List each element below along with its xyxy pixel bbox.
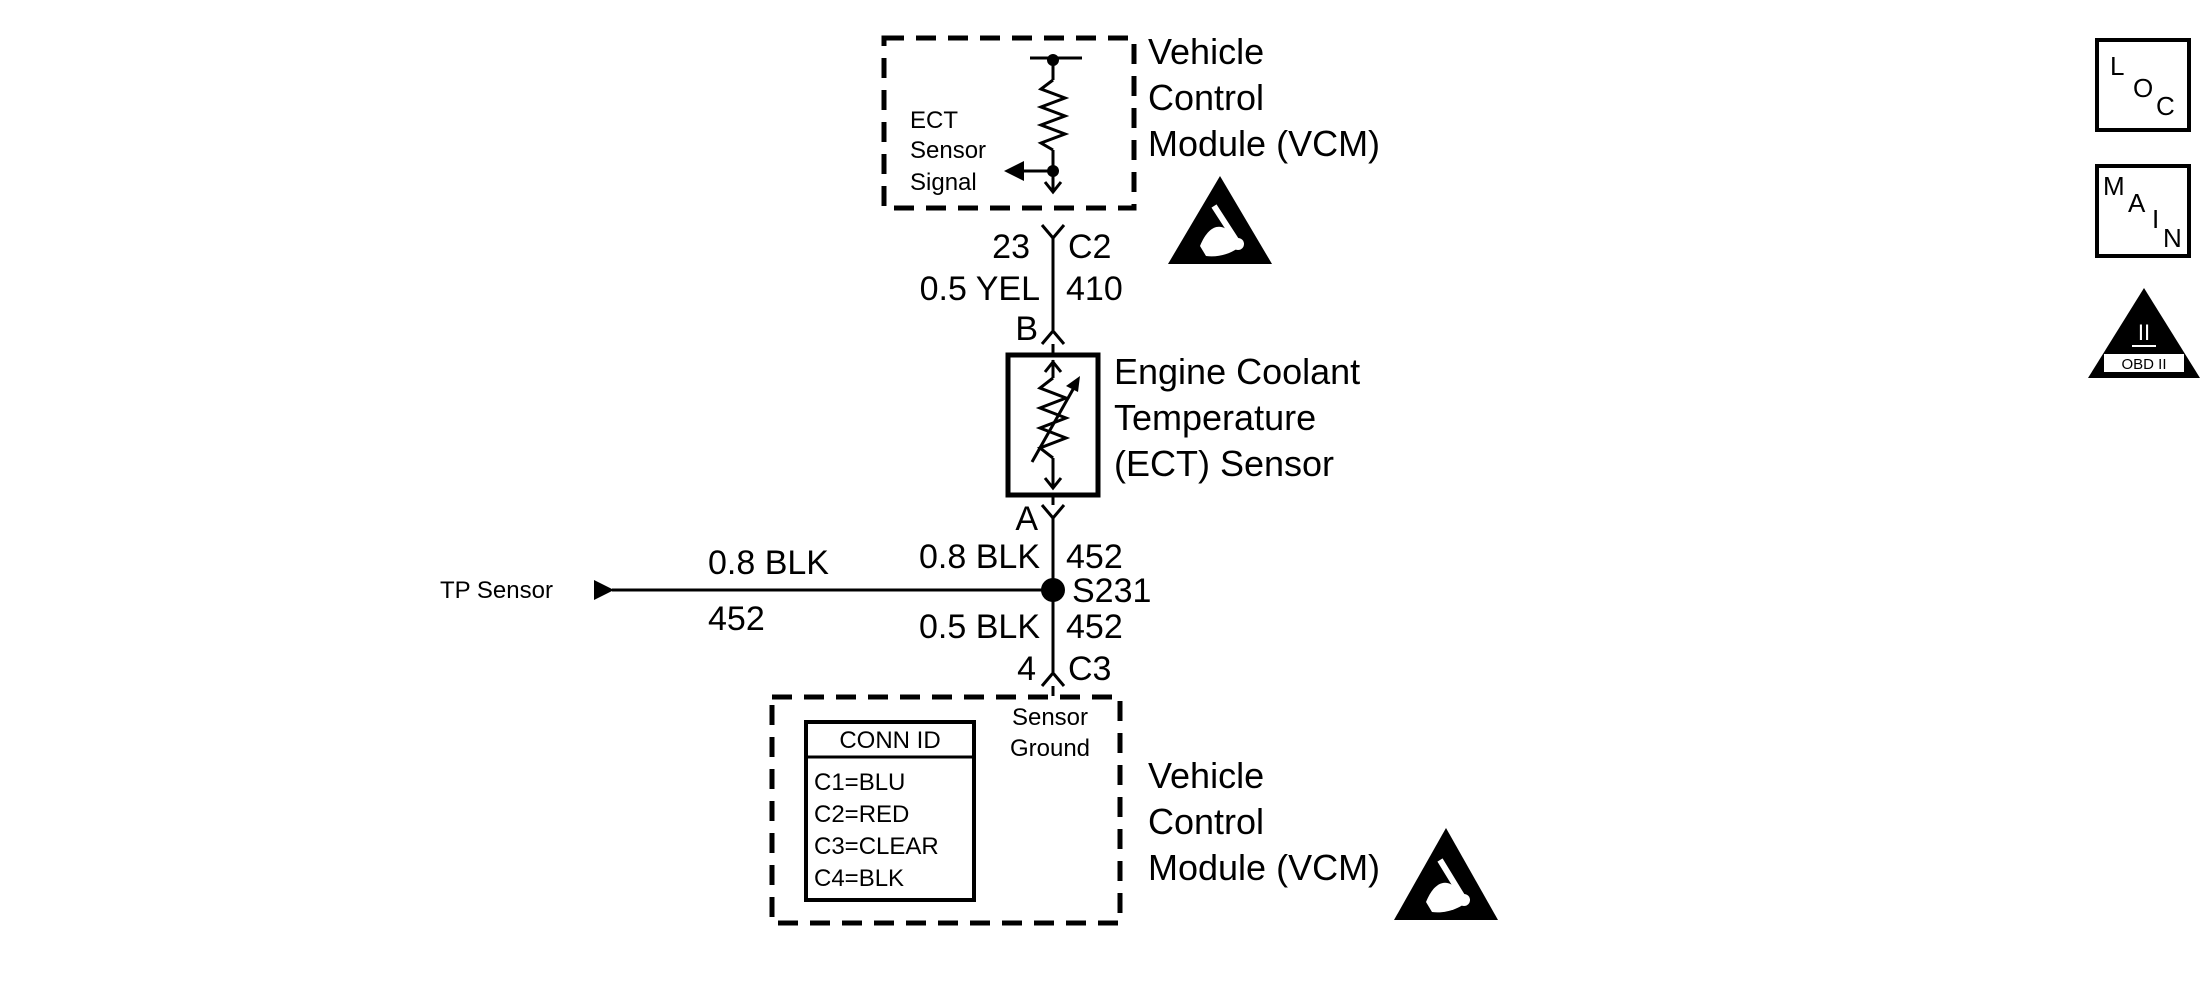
wire-410-circuit: 410 [1066,270,1123,308]
main-letter: M [2103,171,2125,201]
splice-id: S231 [1072,572,1151,610]
tp-sensor-label: TP Sensor [440,577,553,604]
conn-id-table: CONN ID C1=BLU C2=RED C3=CLEAR C4=BLK [804,720,976,902]
c2-pin-number: 23 [992,228,1030,266]
tp-sensor-branch: TP Sensor 0.8 BLK 452 [440,544,1053,638]
c3-pin-number: 4 [1017,650,1036,688]
ect-pin-b: B [1015,310,1038,348]
wire-452-upper-circuit: 452 [1066,538,1123,576]
obd-label: OBD II [2121,356,2166,373]
loc-letter: C [2156,91,2175,121]
esd-warning-icon [1394,828,1498,920]
vcm-top-label-line-2: Control [1148,77,1264,118]
ect-sensor: B Engine Coolant Temperature (ECT) Senso… [1005,310,1360,538]
conn-id-row: C3=CLEAR [814,833,939,860]
main-button[interactable]: M A I N [2095,164,2191,258]
vcm-top-label-line-1: Vehicle [1148,31,1264,72]
vcm-top-signal-line-2: Sensor [910,137,986,164]
vcm-top-signal-line-3: Signal [910,169,977,196]
wire-452-lower-size-color: 0.5 BLK [919,608,1040,646]
vcm-top-module: ECT Sensor Signal Vehicle Control Module… [881,31,1380,264]
ect-label-line-1: Engine Coolant [1114,351,1360,392]
main-letter: I [2152,204,2159,234]
wire-452-upper-size-color: 0.8 BLK [919,538,1040,576]
obd-ii-button[interactable]: II OBD II [2088,288,2200,378]
esd-warning-icon [1168,176,1272,264]
ect-pin-a: A [1015,500,1038,538]
wire-410-size-color: 0.5 YEL [920,270,1040,308]
vcm-bottom-label-line-1: Vehicle [1148,755,1264,796]
vcm-bottom-label-line-3: Module (VCM) [1148,847,1380,888]
obd-numeral: II [2138,320,2150,345]
tp-branch-arrow-icon [594,580,614,600]
loc-letter: L [2110,51,2124,81]
signal-arrow-icon [1004,161,1024,181]
tp-branch-circuit: 452 [708,600,765,638]
conn-id-title: CONN ID [839,727,940,754]
vcm-bottom-module: Sensor Ground CONN ID C1=BLU C2=RED C3=C… [769,694,1498,926]
ect-label-line-2: Temperature [1114,397,1316,438]
pull-up-resistor-icon [1036,78,1070,152]
vcm-bottom-label-line-2: Control [1148,801,1264,842]
vcm-top-label-line-3: Module (VCM) [1148,123,1380,164]
c3-connector-id: C3 [1068,650,1111,688]
conn-id-row: C2=RED [814,801,909,828]
vcm-bottom-boundary [769,694,1123,926]
wire-452-lower-circuit: 452 [1066,608,1123,646]
sensor-ground-line-1: Sensor [1012,704,1088,731]
ect-label-line-3: (ECT) Sensor [1114,443,1334,484]
thermistor-icon [1035,376,1071,460]
vcm-top-boundary [881,35,1137,211]
sensor-ground-line-2: Ground [1010,735,1090,762]
main-letter: N [2163,223,2182,253]
main-letter: A [2128,188,2146,218]
vcm-top-signal-line-1: ECT [910,107,958,134]
loc-letter: O [2133,73,2153,103]
loc-button[interactable]: L O C [2095,38,2191,132]
conn-id-row: C4=BLK [814,865,904,892]
connector-c2: 23 C2 [992,224,1111,266]
conn-id-row: C1=BLU [814,769,905,796]
c2-connector-id: C2 [1068,228,1111,266]
tp-branch-size-color: 0.8 BLK [708,544,829,582]
connector-c3: 4 C3 [1017,650,1111,696]
